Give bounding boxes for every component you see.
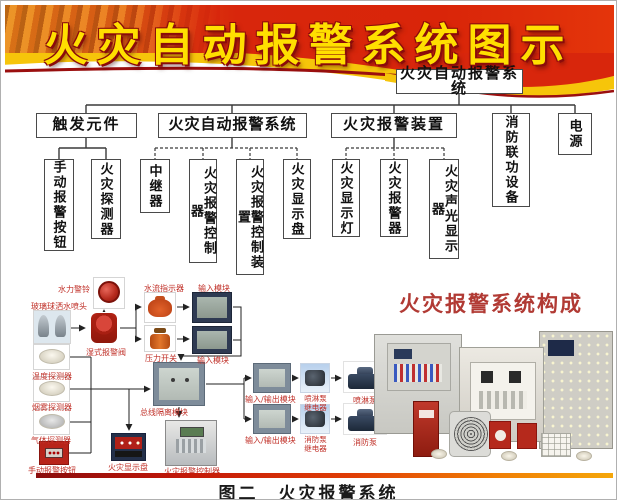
alarm-controller-photo bbox=[165, 420, 217, 466]
red-alarm-box-photo bbox=[517, 423, 537, 449]
tree-node-trigger: 触发元件 bbox=[36, 113, 137, 138]
temp-detector-label: 温度探测器 bbox=[32, 372, 72, 381]
tree-node-linkage: 消防联功设备 bbox=[492, 113, 530, 207]
io-module-label-top: 输入/输出模块 bbox=[245, 395, 296, 404]
input-module-photo-top bbox=[192, 292, 232, 323]
speaker-photo bbox=[449, 411, 491, 457]
input-module-label-bottom: 输入模块 bbox=[197, 356, 229, 365]
fire-pump-label: 消防泵 bbox=[353, 438, 377, 447]
poster-title: 火灾自动报警系统图示 bbox=[43, 20, 574, 71]
io-module-photo-top bbox=[253, 363, 291, 393]
flow-indicator-label: 水流指示器 bbox=[144, 284, 184, 293]
pressure-switch-photo bbox=[144, 325, 176, 352]
tree-node-fire-display-panel: 火灾显示盘 bbox=[283, 159, 311, 239]
tree-node-fire-indicator-light: 火灾显示灯 bbox=[332, 159, 360, 237]
red-strobe-photo bbox=[413, 401, 439, 457]
tree-root: 火灾自动报警系统 bbox=[396, 66, 523, 96]
fire-display-panel-label: 火灾显示盘 bbox=[108, 463, 148, 472]
manual-button-photo bbox=[39, 441, 69, 465]
firefighter-photo-collage bbox=[5, 5, 220, 53]
fire-pump-relay-photo bbox=[300, 404, 330, 434]
gas-detector-label: 气体探测器 bbox=[31, 436, 71, 445]
tree-node-power: 电源 bbox=[558, 113, 592, 155]
spray-pump-label: 喷淋泵 bbox=[353, 396, 377, 405]
white-detector-photo-2 bbox=[501, 451, 517, 461]
bus-isolation-module-label: 总线隔离模块 bbox=[140, 408, 188, 417]
io-module-label-bottom: 输入/输出模块 bbox=[245, 436, 296, 445]
sprinkler-label: 玻璃球洒水喷头 bbox=[31, 302, 87, 311]
pressure-switch-label: 压力开关 bbox=[145, 354, 177, 363]
bus-isolation-module-photo bbox=[153, 362, 205, 406]
keypad-photo bbox=[541, 433, 571, 457]
equipment-collage bbox=[371, 329, 616, 469]
banner bbox=[5, 5, 614, 53]
io-module-photo-bottom bbox=[253, 404, 291, 434]
temp-detector-photo bbox=[33, 344, 70, 370]
tree-node-fire-detector: 火灾探测器 bbox=[91, 159, 121, 239]
manual-button-label: 手动报警按钮 bbox=[28, 466, 76, 475]
tree-node-repeater: 中继器 bbox=[140, 159, 170, 213]
tree-node-fire-alarm: 火灾报警器 bbox=[380, 159, 408, 237]
smoke-detector-photo bbox=[33, 376, 70, 402]
wet-valve-photo bbox=[88, 312, 120, 346]
water-bell-label: 水力警铃 bbox=[58, 285, 90, 294]
input-module-photo-bottom bbox=[192, 326, 232, 354]
sprinkler-photo bbox=[33, 310, 71, 344]
fire-pump-relay-label: 消防泵继电器 bbox=[304, 435, 327, 453]
figure-caption: 图二 火灾报警系统 bbox=[218, 484, 399, 500]
footer-divider bbox=[36, 473, 613, 478]
white-detector-photo-3 bbox=[576, 451, 592, 461]
spray-pump-relay-photo bbox=[300, 363, 330, 393]
flow-indicator-photo bbox=[144, 292, 176, 323]
tree-node-auto-system: 火灾自动报警系统 bbox=[158, 113, 307, 138]
composition-section-title: 火灾报警系统构成 bbox=[399, 292, 583, 316]
fire-display-panel-photo bbox=[111, 433, 146, 461]
manual-call-point-photo bbox=[489, 421, 511, 449]
tree-node-manual-button: 手动报警按钮 bbox=[44, 159, 74, 251]
tree-node-alarm-device: 火灾报警装置 bbox=[331, 113, 457, 138]
gas-detector-photo bbox=[33, 409, 70, 435]
spray-pump-relay-label: 喷淋泵继电器 bbox=[304, 394, 327, 412]
tree-node-alarm-controller: 火灾报警控制器 bbox=[189, 159, 217, 263]
control-cabinet-photo-right bbox=[539, 331, 613, 449]
water-bell-photo bbox=[93, 277, 125, 309]
input-module-label-top: 输入模块 bbox=[198, 284, 230, 293]
smoke-detector-label: 烟雾探测器 bbox=[32, 403, 72, 412]
white-detector-photo-1 bbox=[431, 449, 447, 459]
tree-node-alarm-control-device: 火灾报警控制装置 bbox=[236, 159, 264, 275]
tree-node-sound-light-display: 火灾声光显示器 bbox=[429, 159, 459, 259]
alarm-controller-label: 火灾报警控制器 bbox=[164, 467, 220, 476]
wet-valve-label: 湿式报警阀 bbox=[86, 348, 126, 357]
